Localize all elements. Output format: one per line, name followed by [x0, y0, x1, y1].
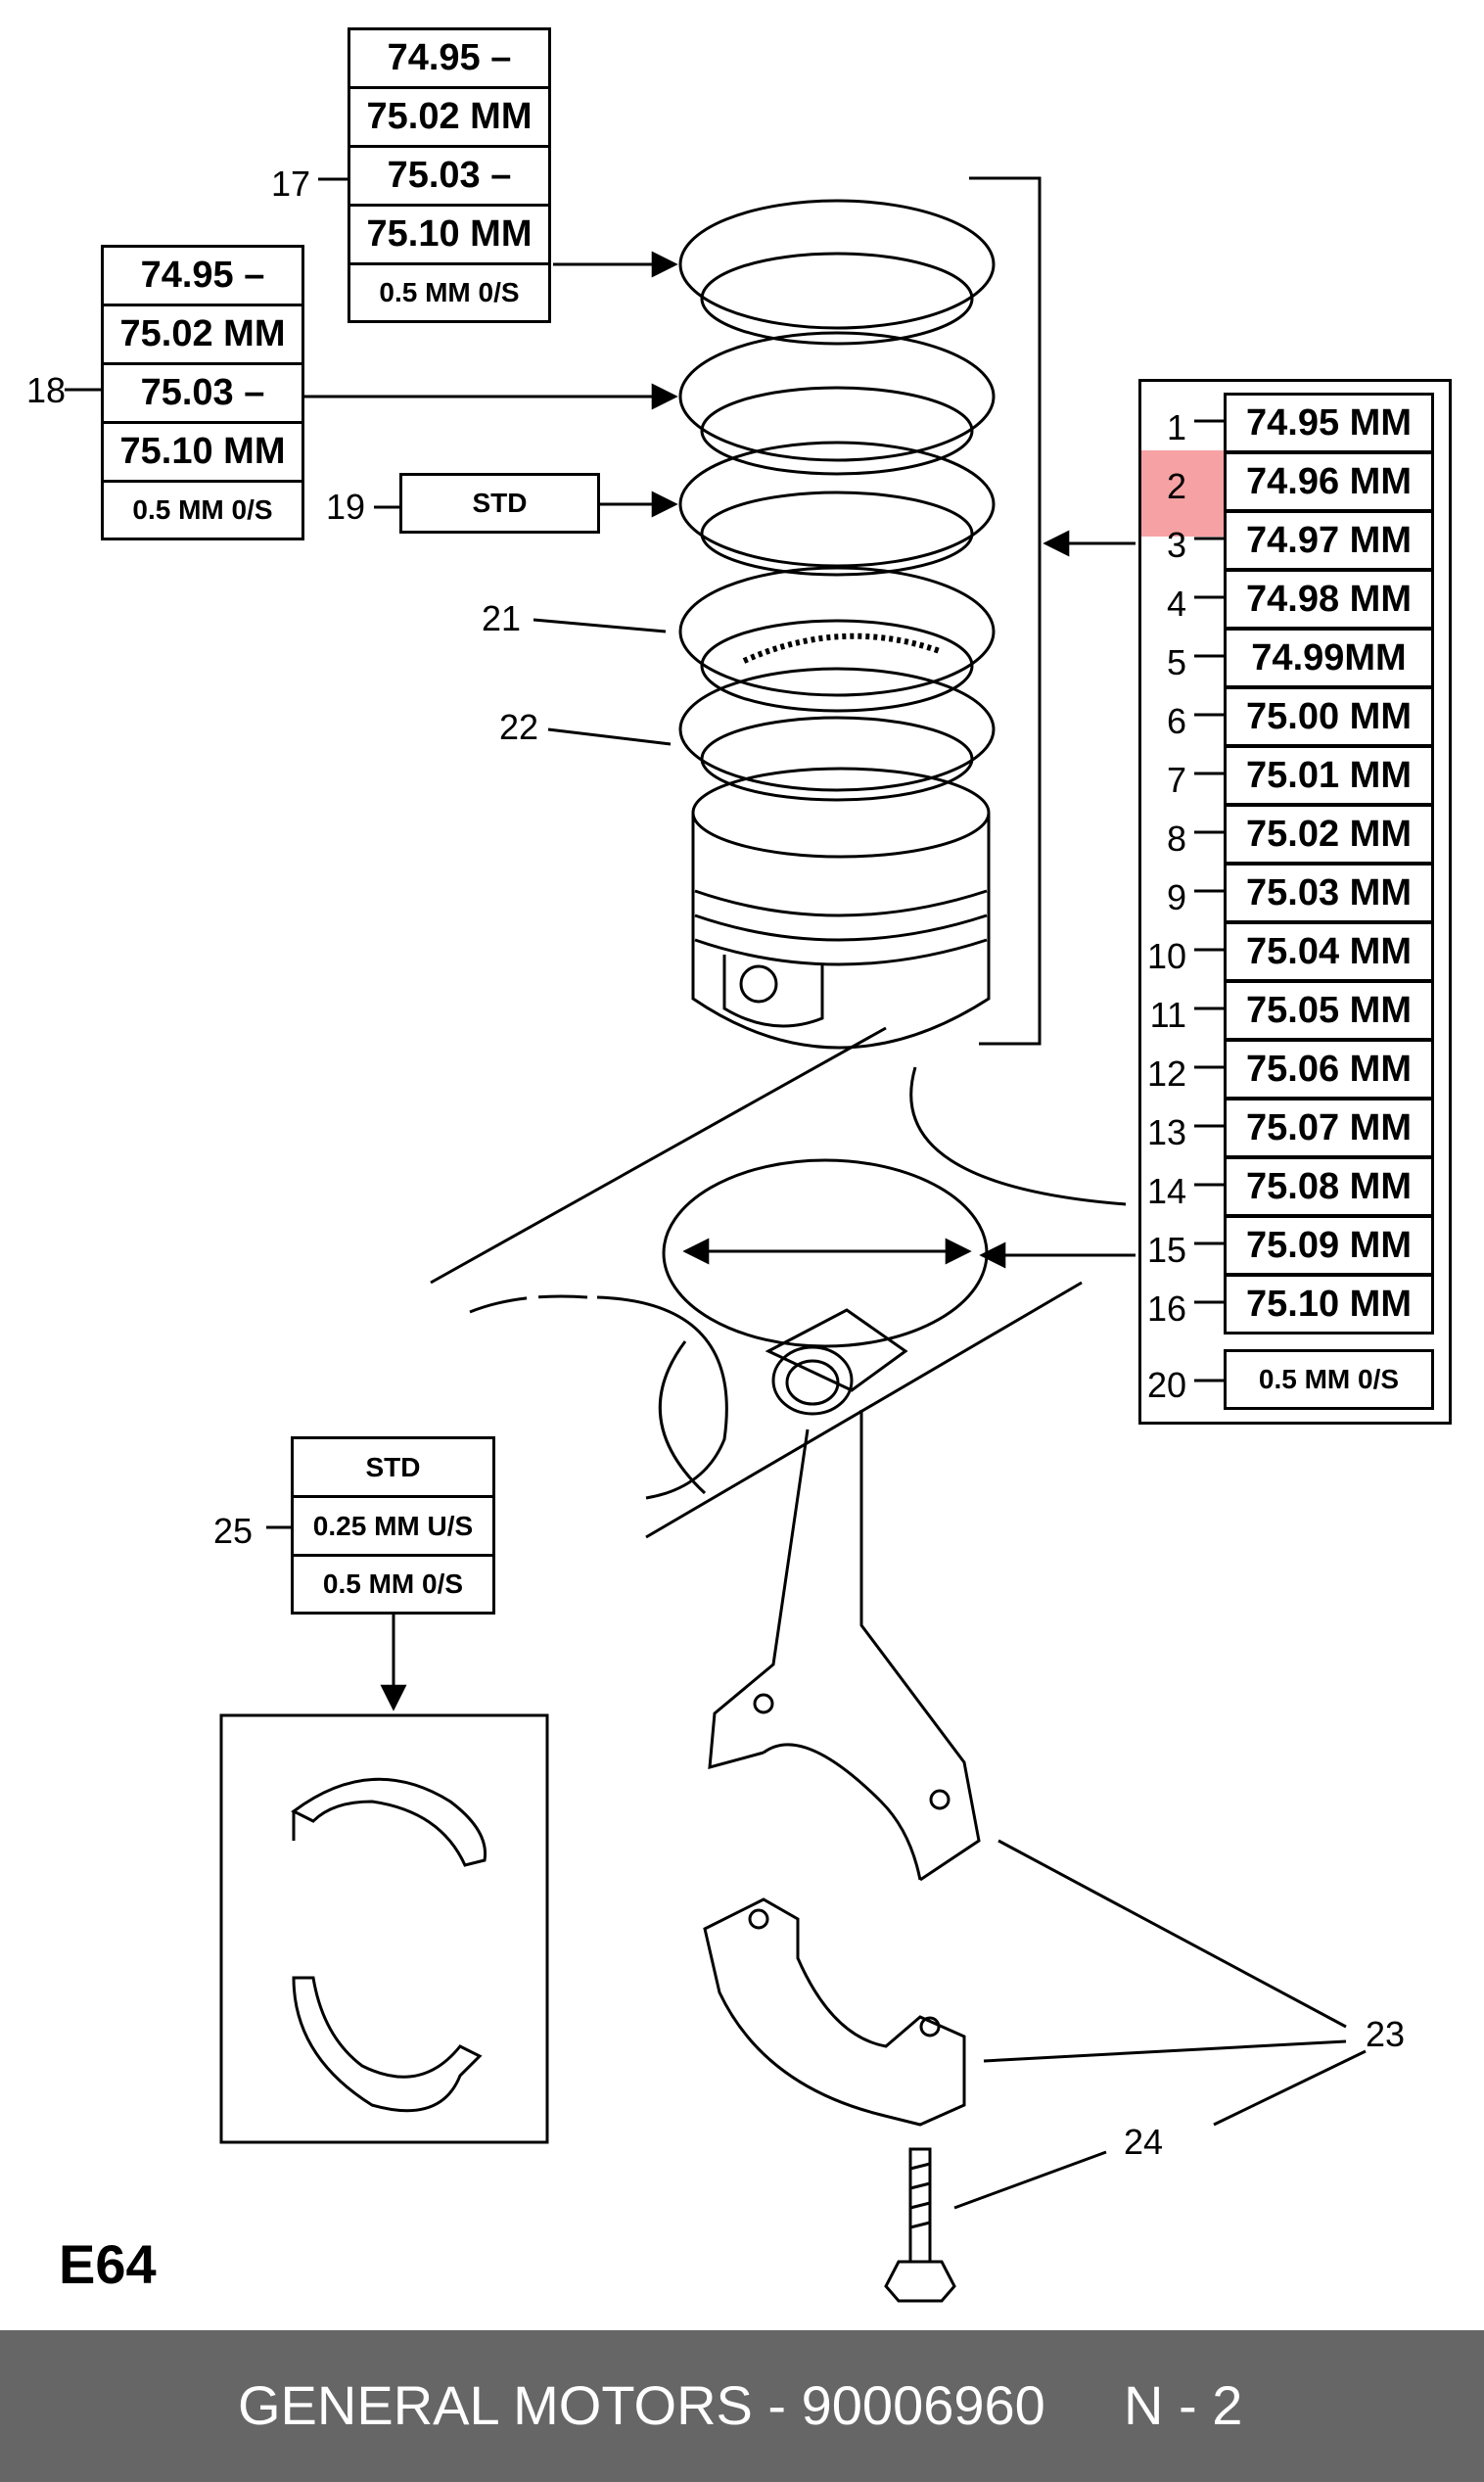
size-number-10: 10: [1146, 936, 1186, 976]
callout-17: 17: [271, 164, 311, 204]
ring-18-row-1: 74.95 –: [104, 248, 301, 306]
oversize-value: 0.5 MM 0/S: [1224, 1349, 1434, 1410]
size-number-1: 1: [1166, 407, 1186, 447]
ring-size-box-17: 74.95 – 75.02 MM 75.03 – 75.10 MM 0.5 MM…: [348, 27, 551, 323]
ring-18-row-3: 75.03 –: [104, 365, 301, 424]
ring-18-row-5: 0.5 MM 0/S: [132, 494, 273, 525]
size-value-3: 74.97 MM: [1224, 510, 1434, 571]
size-number-9: 9: [1166, 877, 1186, 917]
ring-19-row-1: STD: [472, 488, 528, 518]
connecting-rod: [708, 1308, 981, 1882]
size-number-7: 7: [1166, 760, 1186, 800]
rod-bolt: [884, 2147, 956, 2303]
size-number-2: 2: [1166, 466, 1186, 506]
size-number-15: 15: [1146, 1230, 1186, 1270]
piston: [691, 767, 991, 1050]
figure-code: E64: [59, 2233, 157, 2295]
size-number-8: 8: [1166, 819, 1186, 859]
footer-bar: GENERAL MOTORS - 90006960 N - 2: [0, 2330, 1484, 2482]
leader-lines: [65, 177, 1367, 2210]
ring-17-row-2: 75.02 MM: [350, 89, 548, 148]
footer-brand-part-number: GENERAL MOTORS - 90006960: [238, 2374, 1045, 2436]
callout-24: 24: [1124, 2122, 1164, 2162]
bearing-25-row-1: STD: [294, 1439, 492, 1498]
ring-18-row-4: 75.10 MM: [104, 424, 301, 483]
size-number-11: 11: [1149, 995, 1186, 1035]
bearing-25-row-2: 0.25 MM U/S: [294, 1498, 492, 1557]
exploded-diagram-illustration: [65, 176, 1367, 2303]
ring-18-row-2: 75.02 MM: [104, 306, 301, 365]
callout-19: 19: [326, 487, 366, 527]
size-value-14: 75.08 MM: [1224, 1156, 1434, 1217]
size-number-4: 4: [1166, 584, 1186, 624]
size-number-5: 5: [1166, 642, 1186, 682]
callout-23: 23: [1366, 2014, 1406, 2054]
piston-size-table: [1138, 379, 1452, 1425]
ring-17-row-4: 75.10 MM: [350, 207, 548, 265]
callout-18: 18: [26, 370, 67, 410]
oversize-number: 20: [1146, 1365, 1186, 1405]
bearing-shells: [291, 1777, 487, 2113]
size-value-6: 75.00 MM: [1224, 686, 1434, 747]
size-value-15: 75.09 MM: [1224, 1215, 1434, 1276]
connecting-rod-cap: [703, 1897, 966, 2127]
size-value-4: 74.98 MM: [1224, 569, 1434, 630]
set-bracket: [969, 176, 1042, 1046]
oil-ring-21: [678, 566, 996, 713]
callout-22: 22: [499, 707, 539, 747]
cylinder-block-outline: [430, 1026, 1127, 1539]
size-value-13: 75.07 MM: [1224, 1098, 1434, 1158]
bearing-size-box-25: STD 0.25 MM U/S 0.5 MM 0/S: [291, 1436, 495, 1615]
ring-17-row-3: 75.03 –: [350, 148, 548, 207]
ring-17-row-5: 0.5 MM 0/S: [379, 277, 520, 307]
size-value-10: 75.04 MM: [1224, 921, 1434, 982]
bearing-shell-frame: [219, 1713, 549, 2144]
size-value-11: 75.05 MM: [1224, 980, 1434, 1041]
size-value-7: 75.01 MM: [1224, 745, 1434, 806]
size-number-3: 3: [1166, 525, 1186, 565]
size-value-5: 74.99MM: [1224, 628, 1434, 688]
size-table-ticks: [1194, 419, 1226, 1382]
callout-21: 21: [482, 598, 522, 638]
size-value-8: 75.02 MM: [1224, 804, 1434, 865]
ring-22: [678, 667, 996, 802]
size-number-14: 14: [1146, 1171, 1186, 1211]
ring-size-box-18: 74.95 – 75.02 MM 75.03 – 75.10 MM 0.5 MM…: [101, 245, 304, 540]
ring-size-box-19: STD: [399, 473, 600, 534]
callout-25: 25: [213, 1511, 254, 1551]
footer-page-number: N - 2: [1124, 2374, 1243, 2436]
ring-18: [678, 331, 996, 476]
ring-17-row-1: 74.95 –: [350, 30, 548, 89]
size-value-16: 75.10 MM: [1224, 1274, 1434, 1335]
size-number-12: 12: [1146, 1054, 1186, 1094]
size-number-6: 6: [1166, 701, 1186, 741]
bearing-25-row-3: 0.5 MM 0/S: [322, 1569, 464, 1599]
selected-size-highlight: [1140, 450, 1225, 537]
size-number-16: 16: [1146, 1288, 1186, 1329]
size-value-9: 75.03 MM: [1224, 863, 1434, 923]
size-value-2: 74.96 MM: [1224, 451, 1434, 512]
size-value-12: 75.06 MM: [1224, 1039, 1434, 1100]
ring-19: [678, 441, 996, 577]
size-value-1: 74.95 MM: [1224, 393, 1434, 453]
size-number-13: 13: [1146, 1112, 1186, 1152]
ring-17: [678, 199, 996, 346]
